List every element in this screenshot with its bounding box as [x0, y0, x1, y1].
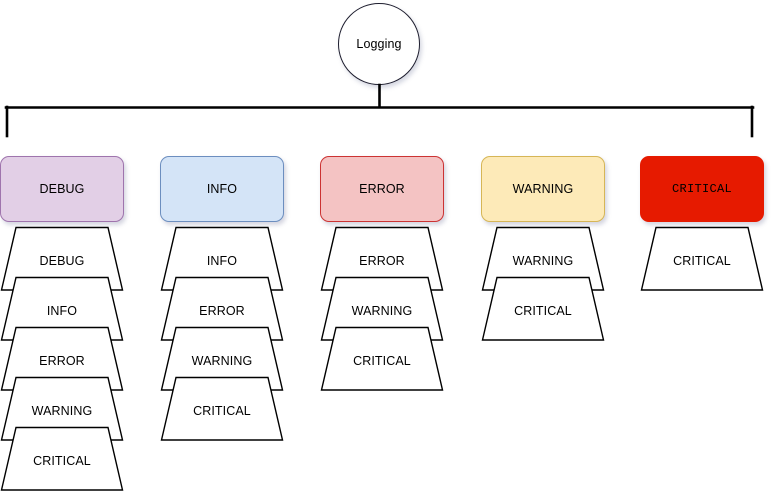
- trapezoid-label: INFO: [206, 253, 238, 268]
- trapezoid-shape: [160, 376, 284, 441]
- trapezoid-label: WARNING: [512, 253, 574, 268]
- trapezoid-shape: [160, 226, 284, 291]
- trapezoid-debug-critical[interactable]: CRITICAL: [0, 426, 124, 491]
- trapezoid-shape: [0, 426, 124, 491]
- trapezoid-warning-warning[interactable]: WARNING: [481, 226, 605, 291]
- trapezoid-error-error[interactable]: ERROR: [320, 226, 444, 291]
- trapezoid-info-error[interactable]: ERROR: [160, 276, 284, 341]
- trapezoid-info-info[interactable]: INFO: [160, 226, 284, 291]
- trapezoid-shape: [160, 276, 284, 341]
- trapezoid-shape: [160, 326, 284, 391]
- trapezoid-shape: [320, 326, 444, 391]
- trapezoid-shape: [0, 326, 124, 391]
- column-debug: DEBUG DEBUG INFO ERROR WARNING CRITICAL: [0, 156, 124, 491]
- trapezoid-label: CRITICAL: [673, 253, 731, 268]
- trapezoid-label: DEBUG: [39, 253, 85, 268]
- trapezoid-debug-error[interactable]: ERROR: [0, 326, 124, 391]
- trapezoid-shape: [320, 276, 444, 341]
- column-critical: CRITICAL CRITICAL: [640, 156, 764, 291]
- trapezoid-shape: [0, 276, 124, 341]
- trapezoid-debug-debug[interactable]: DEBUG: [0, 226, 124, 291]
- trapezoid-shape: [0, 376, 124, 441]
- level-header-debug[interactable]: DEBUG: [0, 156, 124, 222]
- level-header-label: CRITICAL: [671, 182, 732, 196]
- level-header-warning[interactable]: WARNING: [481, 156, 605, 222]
- trapezoid-shape: [0, 226, 124, 291]
- trapezoid-label: INFO: [46, 303, 78, 318]
- level-header-label: DEBUG: [39, 182, 85, 196]
- trapezoid-error-warning[interactable]: WARNING: [320, 276, 444, 341]
- trapezoid-label: CRITICAL: [514, 303, 572, 318]
- level-header-label: WARNING: [512, 182, 574, 196]
- trapezoid-debug-info[interactable]: INFO: [0, 276, 124, 341]
- trapezoid-stack-critical: CRITICAL: [640, 226, 764, 291]
- trapezoid-stack-warning: WARNING CRITICAL: [481, 226, 605, 341]
- trapezoid-stack-info: INFO ERROR WARNING CRITICAL: [160, 226, 284, 441]
- trapezoid-stack-debug: DEBUG INFO ERROR WARNING CRITICAL: [0, 226, 124, 491]
- root-node-logging[interactable]: Logging: [338, 3, 420, 85]
- trapezoid-stack-error: ERROR WARNING CRITICAL: [320, 226, 444, 391]
- root-node-label: Logging: [356, 37, 402, 51]
- level-header-critical[interactable]: CRITICAL: [640, 156, 764, 222]
- trapezoid-label: CRITICAL: [353, 353, 411, 368]
- trapezoid-shape: [481, 276, 605, 341]
- column-error: ERROR ERROR WARNING CRITICAL: [320, 156, 444, 391]
- trapezoid-shape: [320, 226, 444, 291]
- trapezoid-shape: [640, 226, 764, 291]
- column-warning: WARNING WARNING CRITICAL: [481, 156, 605, 341]
- trapezoid-label: ERROR: [39, 353, 85, 368]
- level-header-label: ERROR: [359, 182, 405, 196]
- trapezoid-critical-critical[interactable]: CRITICAL: [640, 226, 764, 291]
- trapezoid-label: WARNING: [31, 403, 93, 418]
- trapezoid-shape: [481, 226, 605, 291]
- trapezoid-label: WARNING: [351, 303, 413, 318]
- connector-lines: [4, 83, 755, 138]
- trapezoid-label: ERROR: [359, 253, 405, 268]
- level-header-error[interactable]: ERROR: [320, 156, 444, 222]
- trapezoid-info-warning[interactable]: WARNING: [160, 326, 284, 391]
- level-header-label: INFO: [206, 182, 238, 196]
- column-info: INFO INFO ERROR WARNING CRITICAL: [160, 156, 284, 441]
- trapezoid-label: WARNING: [191, 353, 253, 368]
- trapezoid-label: CRITICAL: [193, 403, 251, 418]
- level-header-info[interactable]: INFO: [160, 156, 284, 222]
- trapezoid-warning-critical[interactable]: CRITICAL: [481, 276, 605, 341]
- trapezoid-label: ERROR: [199, 303, 245, 318]
- trapezoid-error-critical[interactable]: CRITICAL: [320, 326, 444, 391]
- trapezoid-info-critical[interactable]: CRITICAL: [160, 376, 284, 441]
- trapezoid-debug-warning[interactable]: WARNING: [0, 376, 124, 441]
- trapezoid-label: CRITICAL: [33, 453, 91, 468]
